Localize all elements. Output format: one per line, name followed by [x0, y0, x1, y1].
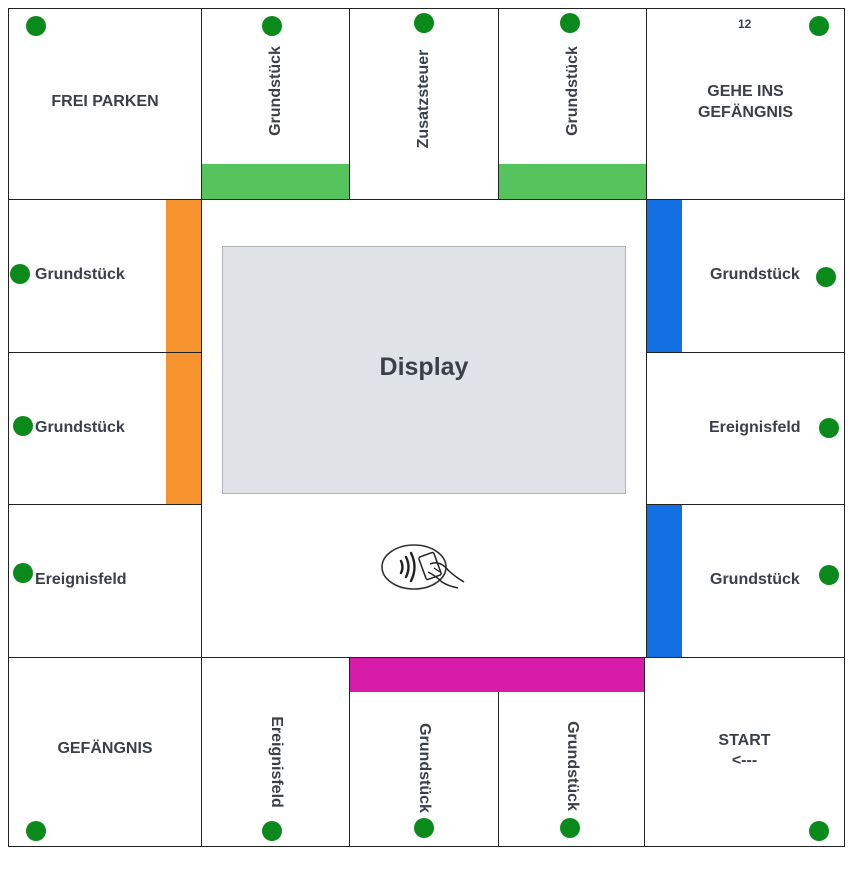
corner-gefaengnis: GEFÄNGNIS	[8, 657, 202, 847]
field-dot	[262, 821, 282, 841]
left-field-3: Ereignisfeld	[8, 504, 202, 658]
field-dot	[819, 418, 839, 438]
right-field-1-label: Grundstück	[710, 266, 800, 283]
right-field-2-label: Ereignisfeld	[709, 419, 801, 436]
color-bar-blue-1	[647, 200, 682, 352]
display-label: Display	[379, 353, 469, 381]
bottom-field-1-label: Ereignisfeld	[267, 716, 285, 808]
field-dot	[13, 563, 33, 583]
field-dot	[26, 821, 46, 841]
field-dot	[10, 264, 30, 284]
field-dot	[816, 267, 836, 287]
field-dot	[809, 821, 829, 841]
right-field-3-label: Grundstück	[710, 571, 800, 588]
color-bar-green-1	[202, 164, 349, 199]
field-dot	[13, 416, 33, 436]
field-dot	[414, 818, 434, 838]
left-field-2-label: Grundstück	[35, 419, 125, 436]
field-dot	[262, 16, 282, 36]
color-bar-orange-1	[166, 200, 201, 352]
color-bar-blue-2	[647, 505, 682, 657]
color-bar-green-2	[499, 164, 646, 199]
corner-start: START <---	[644, 657, 845, 847]
top-field-2-label: Zusatzsteuer	[415, 49, 432, 149]
contactless-payment-icon	[380, 542, 470, 592]
corner-gehe-ins-gefaengnis: 12 GEHE INS GEFÄNGNIS	[646, 8, 845, 200]
bottom-field-1: Ereignisfeld	[201, 657, 350, 847]
corner-start-line1: START	[718, 732, 771, 749]
display-screen: Display	[222, 246, 626, 494]
top-field-1-label: Grundstück	[266, 46, 284, 136]
bottom-field-3-label: Grundstück	[563, 721, 581, 811]
field-dot	[414, 13, 434, 33]
bottom-field-2-label: Grundstück	[416, 723, 433, 813]
field-dot	[819, 565, 839, 585]
field-dot	[26, 16, 46, 36]
color-bar-orange-2	[166, 353, 201, 504]
corner-gehe-line1: GEHE INS	[707, 83, 784, 100]
top-field-2: Zusatzsteuer	[349, 8, 499, 200]
color-bar-magenta	[350, 658, 644, 692]
corner-frei-parken: FREI PARKEN	[8, 8, 202, 200]
field-dot	[560, 13, 580, 33]
left-field-1-label: Grundstück	[35, 266, 125, 283]
corner-start-line2: <---	[731, 752, 758, 769]
field-dot	[809, 16, 829, 36]
field-dot	[560, 818, 580, 838]
right-field-2: Ereignisfeld	[646, 352, 845, 505]
corner-frei-parken-label: FREI PARKEN	[51, 93, 159, 110]
top-field-3-label: Grundstück	[563, 46, 581, 136]
corner-gehe-line2: GEFÄNGNIS	[697, 104, 794, 121]
corner-number: 12	[738, 17, 752, 31]
left-field-3-label: Ereignisfeld	[35, 571, 127, 588]
corner-gefaengnis-label: GEFÄNGNIS	[57, 740, 153, 757]
